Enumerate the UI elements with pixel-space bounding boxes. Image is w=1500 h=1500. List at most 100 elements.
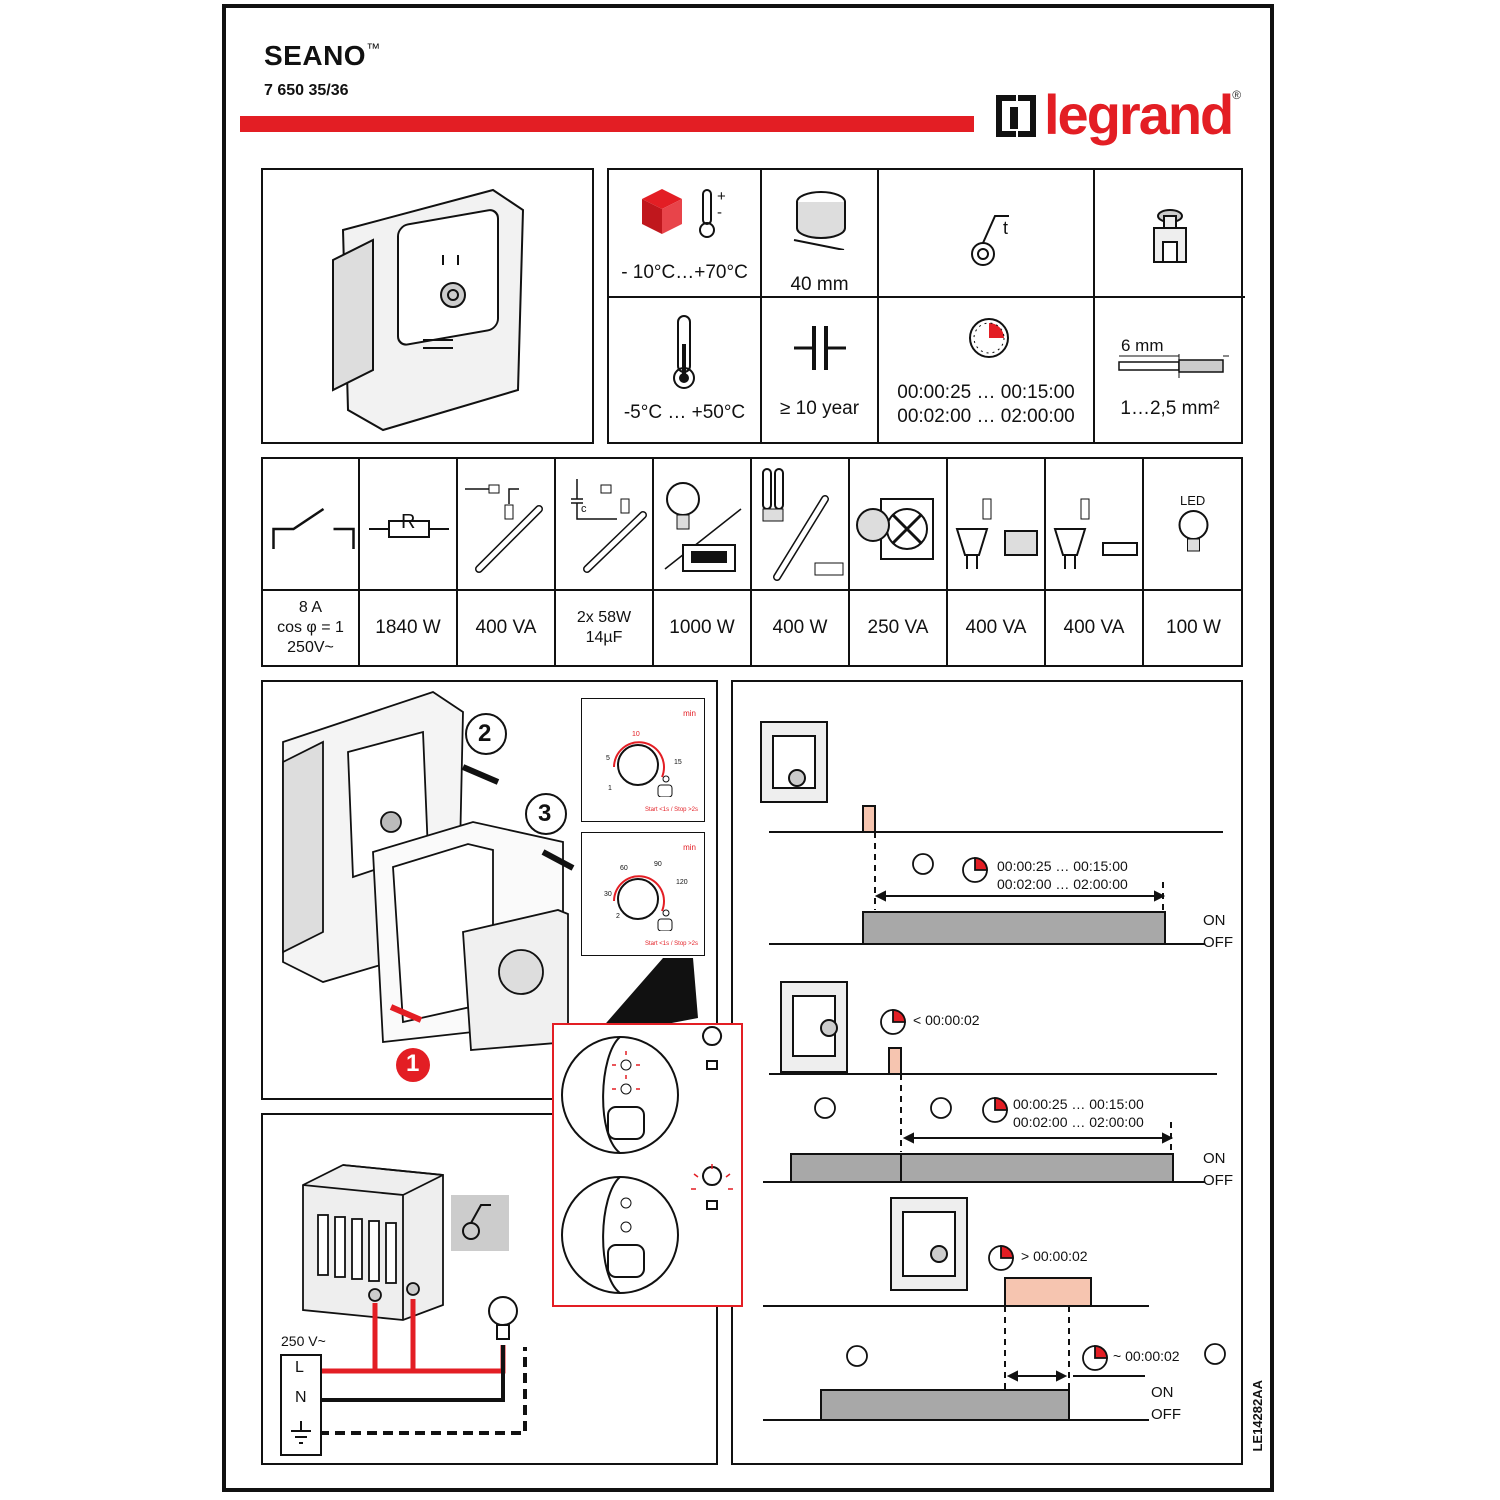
capacitor-life-icon xyxy=(794,326,846,370)
load-icon-fluorescent xyxy=(458,459,556,591)
load-icon-relay-contact xyxy=(263,459,360,591)
dial-card-min: min 1 5 10 15 Start <1s / Stop >2s xyxy=(581,698,705,822)
load-value-fan-motor: 250 VA xyxy=(850,591,948,665)
timing-diagrams xyxy=(760,721,1226,1421)
header-red-bar xyxy=(240,116,974,132)
product-image-box xyxy=(261,168,594,444)
wire-section: 1…2,5 mm² xyxy=(1120,398,1220,419)
seq2-on: ON xyxy=(1203,1150,1226,1167)
product-title: SEANO™ xyxy=(264,40,381,71)
timer-switch-illustration xyxy=(332,188,525,432)
led-icon xyxy=(1178,510,1209,552)
load-value-line: 250V~ xyxy=(287,639,334,656)
load-value-line: 2x 58W xyxy=(576,609,632,626)
seq1-range-1: 00:00:25 … 00:15:00 xyxy=(997,858,1128,874)
load-value-compact-fluorescent: 400 W xyxy=(752,591,850,665)
stopwatch-icon xyxy=(969,318,1009,358)
load-value-line: 100 W xyxy=(1166,617,1221,639)
seq1-on: ON xyxy=(1203,912,1226,929)
load-value-fluorescent-compensated: 2x 58W 14µF xyxy=(556,591,654,665)
load-icon-elv-halogen-electronic xyxy=(1046,459,1144,591)
box-depth-value: 40 mm xyxy=(790,274,849,295)
load-value-line: 8 A xyxy=(298,599,323,616)
load-icon-led xyxy=(1144,459,1243,591)
install-illustration xyxy=(282,691,575,1082)
specs-grid: + - - 10°C…+70°C 40 mm t xyxy=(607,168,1245,444)
life-value: ≥ 10 year xyxy=(779,398,860,419)
spec-life: ≥ 10 year xyxy=(762,298,879,444)
compact-fluorescent-icon xyxy=(762,468,844,581)
legrand-logo: legrand ® xyxy=(994,82,1241,147)
screw-terminal-icon xyxy=(1153,209,1187,263)
load-value-line: 400 VA xyxy=(1063,617,1125,639)
terminal-N: N xyxy=(295,1389,307,1406)
led-label: LED xyxy=(1180,493,1206,508)
load-value-elv-halogen-transformer: 400 VA xyxy=(948,591,1046,665)
dial-min-2-icon xyxy=(613,875,673,931)
legrand-mark-icon xyxy=(996,94,1036,137)
load-icon-elv-halogen-transformer xyxy=(948,459,1046,591)
step-2-label: 2 xyxy=(478,720,492,747)
load-value-line: 400 VA xyxy=(965,617,1027,639)
load-value-line: 1000 W xyxy=(669,617,735,639)
timing-panel: 00:00:25 … 00:15:00 00:02:00 … 02:00:00 … xyxy=(731,680,1243,1465)
relay-contact-icon xyxy=(272,507,355,549)
load-value-line: cos φ = 1 xyxy=(277,619,344,636)
load-icon-fluorescent-compensated xyxy=(556,459,654,591)
flush-box-icon xyxy=(793,191,846,250)
led-states-illustration xyxy=(561,1026,733,1294)
spec-timer-ranges: 00:00:25 … 00:15:00 00:02:00 … 02:00:00 xyxy=(879,298,1095,444)
install-panel: 2 3 1 min 1 5 10 15 Start <1s / Stop >2s… xyxy=(261,680,718,1100)
storage-temp-value: - 10°C…+70°C xyxy=(621,262,748,283)
load-icon-resistive xyxy=(360,459,458,591)
long-press-time: > 00:00:02 xyxy=(1021,1248,1088,1264)
wiring-diagram xyxy=(280,1164,527,1456)
supply-voltage: 250 V~ xyxy=(281,1333,326,1349)
elv-halogen-transformer-icon xyxy=(955,498,1038,569)
short-press-time: < 00:00:02 xyxy=(913,1012,980,1028)
step-1-label: 1 xyxy=(406,1050,420,1077)
fluorescent-icon xyxy=(465,484,543,573)
load-value-elv-halogen-electronic: 400 VA xyxy=(1046,591,1144,665)
load-value-line: 14µF xyxy=(585,629,623,646)
load-icon-incandescent-halogen xyxy=(654,459,752,591)
fluorescent-compensated-icon xyxy=(571,479,647,573)
step-3-label: 3 xyxy=(538,800,552,827)
load-value-incandescent-halogen: 1000 W xyxy=(654,591,752,665)
product-reference: 7 650 35/36 xyxy=(264,82,349,99)
document-reference: LE14282AA xyxy=(1250,1380,1265,1452)
instruction-sheet: SEANO™ 7 650 35/36 legrand ® xyxy=(222,4,1274,1492)
dial-card-min-2: min 2 30 60 90 120 Start <1s / Stop >2s xyxy=(581,832,705,956)
strip-length: 6 mm xyxy=(1121,336,1164,355)
resistive-icon xyxy=(369,520,449,538)
seq2-off: OFF xyxy=(1203,1172,1233,1189)
dial-min-icon xyxy=(613,741,673,797)
spec-terminal xyxy=(1095,170,1245,298)
load-value-fluorescent: 400 VA xyxy=(458,591,556,665)
timer-push-symbol-icon xyxy=(971,215,1009,266)
seq3-off: OFF xyxy=(1151,1406,1181,1423)
seq1-off: OFF xyxy=(1203,934,1233,951)
spec-storage-temp: + - - 10°C…+70°C xyxy=(609,170,762,298)
seq3-on: ON xyxy=(1151,1384,1174,1401)
load-icon-fan-motor xyxy=(850,459,948,591)
load-icon-compact-fluorescent xyxy=(752,459,850,591)
storage-box-thermometer-icon xyxy=(642,189,715,238)
load-value-led: 100 W xyxy=(1144,591,1243,665)
load-value-line: 1840 W xyxy=(375,617,441,639)
load-value-line: 250 VA xyxy=(867,617,929,639)
brand-name: legrand xyxy=(1044,83,1234,146)
thermometer-icon xyxy=(673,315,695,389)
stripped-wire-icon xyxy=(1118,354,1229,378)
led-indicator-callout xyxy=(552,1023,743,1307)
seq1-range-2: 00:02:00 … 02:00:00 xyxy=(997,876,1128,892)
timer-range-1: 00:00:25 … 00:15:00 xyxy=(897,382,1075,403)
spec-operating-temp: -5°C … +50°C xyxy=(609,298,762,444)
load-value-resistive: 1840 W xyxy=(360,591,458,665)
zoom-callout-wedge xyxy=(593,958,698,1038)
capacitor-letter: c xyxy=(581,503,587,515)
terminal-L: L xyxy=(295,1359,304,1376)
off-delay-time: ~ 00:00:02 xyxy=(1113,1348,1180,1364)
load-value-line: 400 VA xyxy=(475,617,537,639)
